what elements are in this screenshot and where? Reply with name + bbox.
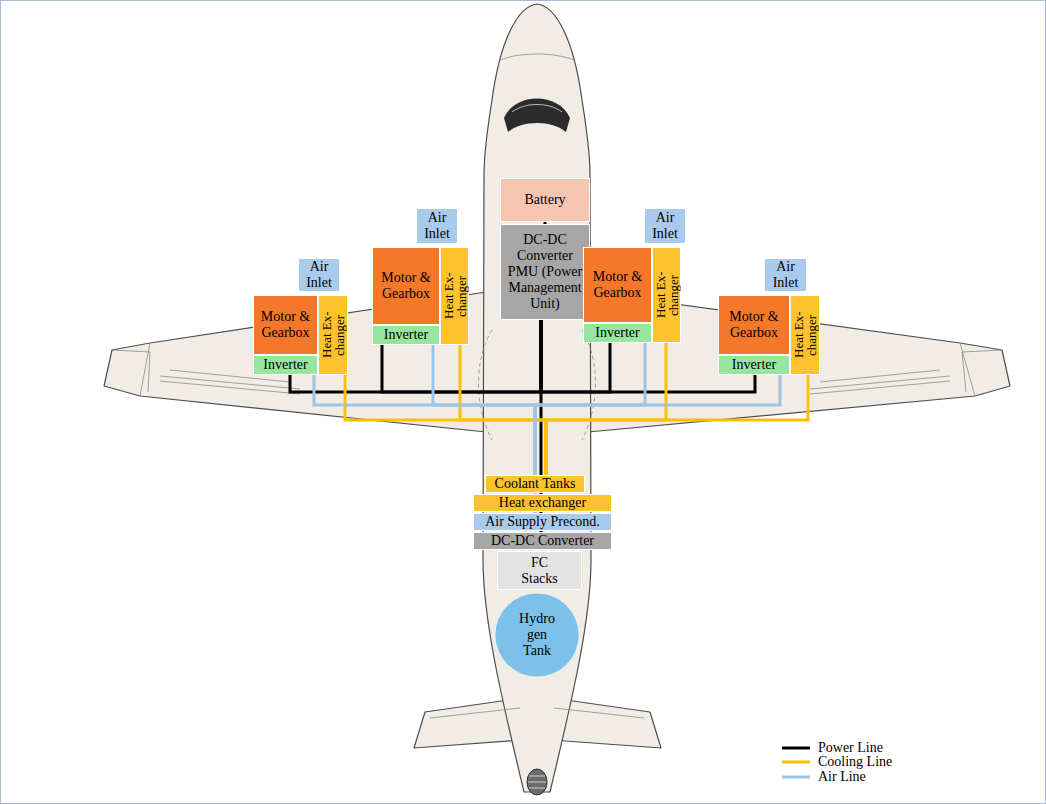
box-label: Motor & Gearbox [374,270,438,302]
box-label: Inverter [263,357,307,373]
box-label: Hydro gen Tank [514,611,560,659]
hydrogen-tank-circle: Hydro gen Tank [495,593,579,677]
box-label: Inverter [595,325,639,341]
heat-exchanger-box: Heat Ex- changer [790,295,820,375]
box-label: Air Inlet [417,210,457,242]
box-label: Inverter [384,327,428,343]
air-inlet-box: Air Inlet [764,258,807,292]
cooling-line [345,375,546,475]
dc-dc-converter-box: DC-DC Converter [473,532,612,550]
cooling-line [546,375,808,475]
legend-line [782,761,810,764]
box-label: Air Inlet [765,259,806,291]
legend-row: Power Line [782,740,883,756]
tank-circle [495,593,578,676]
legend-label: Air Line [818,769,866,785]
box-label: Motor & Gearbox [720,309,788,341]
motor-gearbox-box: Motor & Gearbox [583,247,652,323]
legend-line [782,776,810,779]
cooling-line [546,343,666,475]
legend-line-sample [782,773,810,781]
box-label: Inverter [732,357,776,373]
heat-exchanger-box: Heat Ex- changer [440,247,469,345]
box-label: Air Inlet [299,259,339,291]
legend-line-sample [782,758,810,766]
box-label: Air Supply Precond. [485,514,600,530]
inverter-box: Inverter [253,355,318,375]
fuel-cell-stack-box: FC Stacks [497,551,582,590]
legend-line [782,747,810,750]
box-label: Heat Ex- changer [320,306,346,364]
legend-row: Air Line [782,769,866,785]
pmu-box: DC-DC ConverterPMU (Power Management Uni… [500,224,590,320]
box-label: Motor & Gearbox [585,269,650,301]
cooling-line [460,345,546,475]
heat-exchanger-box: Heat Ex- changer [318,295,348,375]
heat-exchanger-box: Heat exchanger [473,494,612,512]
box-label: Coolant Tanks [495,476,576,492]
box-label: PMU (Power Management Unit) [503,264,587,312]
air-inlet-box: Air Inlet [644,208,686,244]
box-label: Heat Ex- changer [442,267,468,325]
battery-box: Battery [500,178,590,222]
inverter-box: Inverter [718,355,790,375]
box-label: Motor & Gearbox [255,309,316,341]
box-label: Heat Ex- changer [654,266,680,324]
box-label: FC Stacks [515,555,565,587]
legend-line-sample [782,744,810,752]
motor-gearbox-box: Motor & Gearbox [372,247,440,325]
box-label: Battery [524,192,565,208]
box-label: Heat exchanger [499,495,586,511]
box-label: Heat Ex- changer [792,306,818,364]
box-label: Air Inlet [645,210,685,242]
legend-label: Cooling Line [818,754,892,770]
box-label: DC-DC Converter [503,232,587,264]
inverter-box: Inverter [583,323,652,343]
heat-exchanger-box: Heat Ex- changer [652,247,681,343]
air-inlet-box: Air Inlet [298,258,340,292]
air-supply-box: Air Supply Precond. [473,513,612,531]
coolant-tank-box: Coolant Tanks [485,475,585,493]
legend-row: Cooling Line [782,754,892,770]
air-inlet-box: Air Inlet [416,208,458,244]
box-label: DC-DC Converter [491,533,594,549]
motor-gearbox-box: Motor & Gearbox [253,295,318,355]
inverter-box: Inverter [372,325,440,345]
motor-gearbox-box: Motor & Gearbox [718,295,790,355]
legend-label: Power Line [818,740,883,756]
